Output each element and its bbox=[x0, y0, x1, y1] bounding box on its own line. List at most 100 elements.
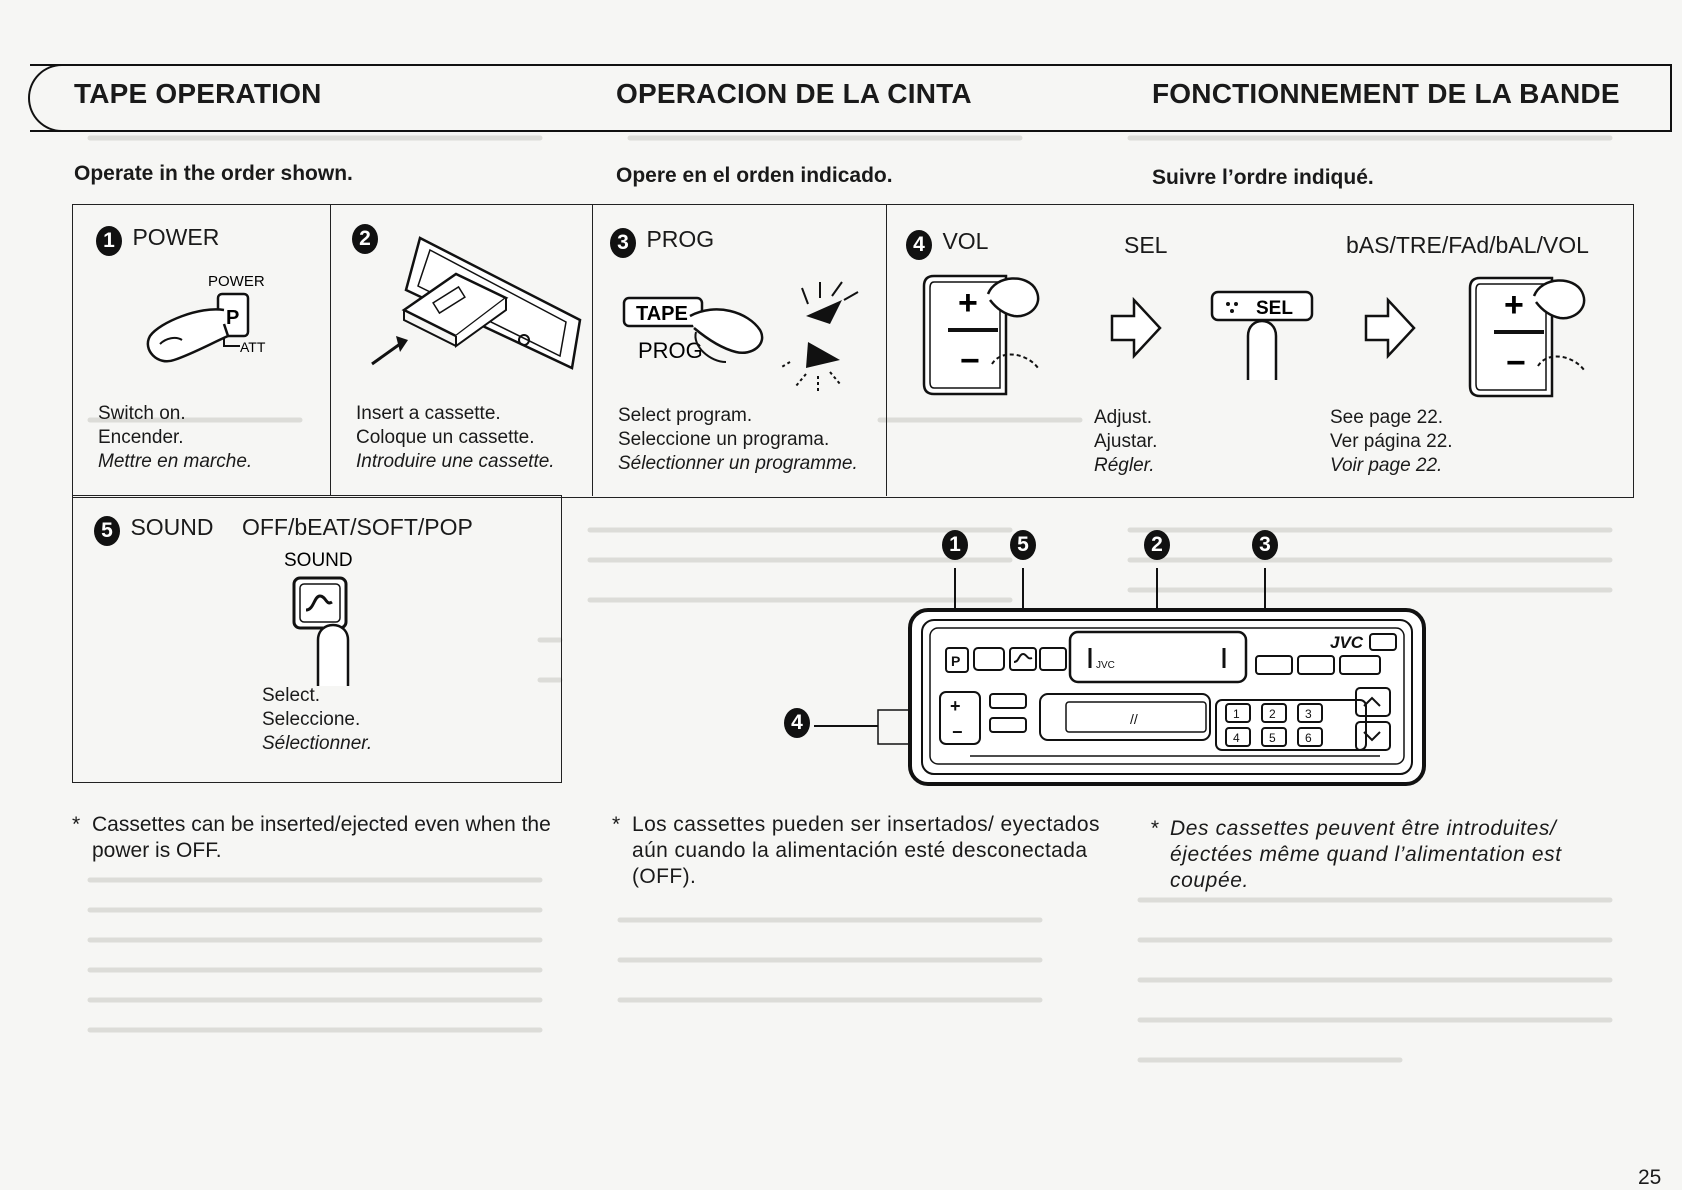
step4-adjust-en: Adjust. bbox=[1094, 407, 1153, 428]
callout-5: 5 bbox=[1010, 530, 1036, 560]
tape-key-text: TAPE bbox=[636, 303, 688, 325]
step5-heading: 5 SOUND OFF/bEAT/SOFT/POP bbox=[94, 514, 473, 546]
step3-captions: Select program. Seleccione un programa. … bbox=[618, 404, 858, 476]
divider-1 bbox=[330, 204, 331, 496]
insert-arrow-icon bbox=[396, 336, 408, 352]
step3-label: PROG bbox=[646, 226, 715, 252]
note-en: * Cassettes can be inserted/ejected even… bbox=[72, 812, 562, 862]
subhead-fr: Suivre l’ordre indiqué. bbox=[1152, 166, 1374, 189]
step2-cap-en: Insert a cassette. bbox=[356, 403, 501, 424]
note-fr-text: Des cassettes peuvent être introduites/ … bbox=[1170, 817, 1562, 892]
cue-arrow-icon bbox=[806, 300, 842, 324]
svg-text:3: 3 bbox=[1305, 707, 1312, 721]
step1-cap-fr: Mettre en marche. bbox=[98, 451, 253, 472]
note-es: * Los cassettes pueden ser insertados/ e… bbox=[612, 813, 1100, 888]
step4-label: VOL bbox=[942, 228, 989, 254]
note-es-text: Los cassettes pueden ser insertados/ eye… bbox=[632, 813, 1100, 888]
callout-3: 3 bbox=[1252, 530, 1278, 560]
subhead-es: Opere en el orden indicado. bbox=[616, 164, 893, 187]
step5-label: SOUND bbox=[130, 514, 214, 540]
finger-icon bbox=[146, 308, 230, 363]
step4-see-es: Ver página 22. bbox=[1330, 431, 1453, 452]
step4-modes: bAS/TRE/FAd/bAL/VOL bbox=[1346, 232, 1589, 258]
step-number-badge: 2 bbox=[352, 224, 378, 254]
callout-2: 2 bbox=[1144, 530, 1170, 560]
step1-captions: Switch on. Encender. Mettre en marche. bbox=[98, 402, 252, 474]
plus-icon: + bbox=[958, 284, 978, 322]
step-number-badge: 1 bbox=[96, 225, 122, 256]
arrow-right-icon bbox=[1110, 296, 1162, 360]
step4-heading: 4 VOL bbox=[906, 228, 988, 260]
step-number-badge: 5 bbox=[94, 515, 120, 546]
step5-cap-en: Select. bbox=[262, 685, 321, 706]
power-button-illustration: POWER P ATT bbox=[146, 273, 266, 363]
step3-cap-en: Select program. bbox=[618, 405, 753, 426]
svg-text://: // bbox=[1130, 711, 1138, 727]
finger-icon bbox=[986, 277, 1040, 318]
step5-modes: OFF/bEAT/SOFT/POP bbox=[241, 514, 473, 540]
step4-see-fr: Voir page 22. bbox=[1330, 455, 1443, 476]
svg-text:1: 1 bbox=[1233, 707, 1240, 721]
step3-cap-fr: Sélectionner un programme. bbox=[618, 453, 858, 474]
note-en-text: Cassettes can be inserted/ejected even w… bbox=[92, 813, 551, 862]
step4-adjust: Adjust. Ajustar. Régler. bbox=[1094, 406, 1157, 478]
sound-key-caption: SOUND bbox=[284, 550, 353, 571]
minus-icon: − bbox=[1506, 344, 1526, 382]
subhead-en: Operate in the order shown. bbox=[74, 162, 353, 185]
step2-cap-fr: Introduire une cassette. bbox=[356, 451, 555, 472]
step4-adjust-es: Ajustar. bbox=[1094, 431, 1158, 452]
step2-heading: 2 bbox=[352, 224, 378, 254]
sound-button-illustration: SOUND bbox=[284, 550, 353, 686]
step4-see: See page 22. Ver página 22. Voir page 22… bbox=[1330, 406, 1453, 478]
svg-text:2: 2 bbox=[1269, 707, 1276, 721]
step1-cap-es: Encender. bbox=[98, 427, 184, 448]
step1-label: POWER bbox=[132, 224, 220, 250]
steps-panel bbox=[72, 204, 1634, 498]
volume-knob-left: + − bbox=[922, 274, 1040, 396]
step2-captions: Insert a cassette. Coloque un cassette. … bbox=[356, 402, 555, 474]
svg-text:JVC: JVC bbox=[1096, 660, 1115, 671]
step4-sel-label: SEL bbox=[1124, 232, 1168, 258]
svg-text:P: P bbox=[951, 653, 960, 669]
review-arrow-icon bbox=[806, 342, 840, 368]
step1-heading: 1 POWER bbox=[96, 224, 219, 256]
volume-knob-right: + − bbox=[1468, 276, 1586, 398]
prog-key-text: PROG bbox=[638, 338, 703, 363]
cassette-insert-illustration bbox=[371, 236, 582, 370]
svg-text:−: − bbox=[952, 722, 963, 742]
svg-text:5: 5 bbox=[1269, 731, 1276, 745]
step5-panel bbox=[72, 495, 562, 783]
callout-1: 1 bbox=[942, 530, 968, 560]
brand-logo: JVC bbox=[1330, 633, 1364, 652]
minus-icon: − bbox=[960, 342, 980, 380]
arrow-right-icon bbox=[1364, 296, 1416, 360]
sound-key bbox=[292, 576, 348, 630]
svg-text:6: 6 bbox=[1305, 731, 1312, 745]
title-fr: FONCTIONNEMENT DE LA BANDE bbox=[1152, 78, 1620, 109]
step5-cap-fr: Sélectionner. bbox=[262, 733, 373, 754]
header-curve bbox=[28, 64, 100, 132]
sel-key-text: SEL bbox=[1256, 298, 1293, 319]
finger-icon bbox=[1532, 279, 1586, 320]
step3-heading: 3 PROG bbox=[610, 226, 714, 258]
step2-cap-es: Coloque un cassette. bbox=[356, 427, 535, 448]
divider-2 bbox=[592, 204, 593, 496]
step5-cap-es: Seleccione. bbox=[262, 709, 361, 730]
step4-see-en: See page 22. bbox=[1330, 407, 1444, 428]
prog-button-illustration: TAPE PROG bbox=[622, 281, 859, 392]
att-label: ATT bbox=[240, 339, 266, 355]
finger-icon bbox=[316, 623, 350, 686]
svg-text:+: + bbox=[950, 696, 961, 716]
power-button-caption: POWER bbox=[208, 273, 265, 290]
step4-adjust-fr: Régler. bbox=[1094, 455, 1155, 476]
power-key-letter: P bbox=[226, 307, 239, 329]
step-number-badge: 4 bbox=[906, 229, 932, 260]
finger-icon bbox=[689, 308, 764, 355]
sel-button-illustration: SEL bbox=[1210, 290, 1314, 380]
step3-cap-es: Seleccione un programa. bbox=[618, 429, 830, 450]
step1-cap-en: Switch on. bbox=[98, 403, 186, 424]
step-number-badge: 3 bbox=[610, 227, 636, 258]
sound-wave-icon bbox=[305, 594, 333, 612]
note-fr: * Des cassettes peuvent être introduites… bbox=[1150, 816, 1640, 892]
